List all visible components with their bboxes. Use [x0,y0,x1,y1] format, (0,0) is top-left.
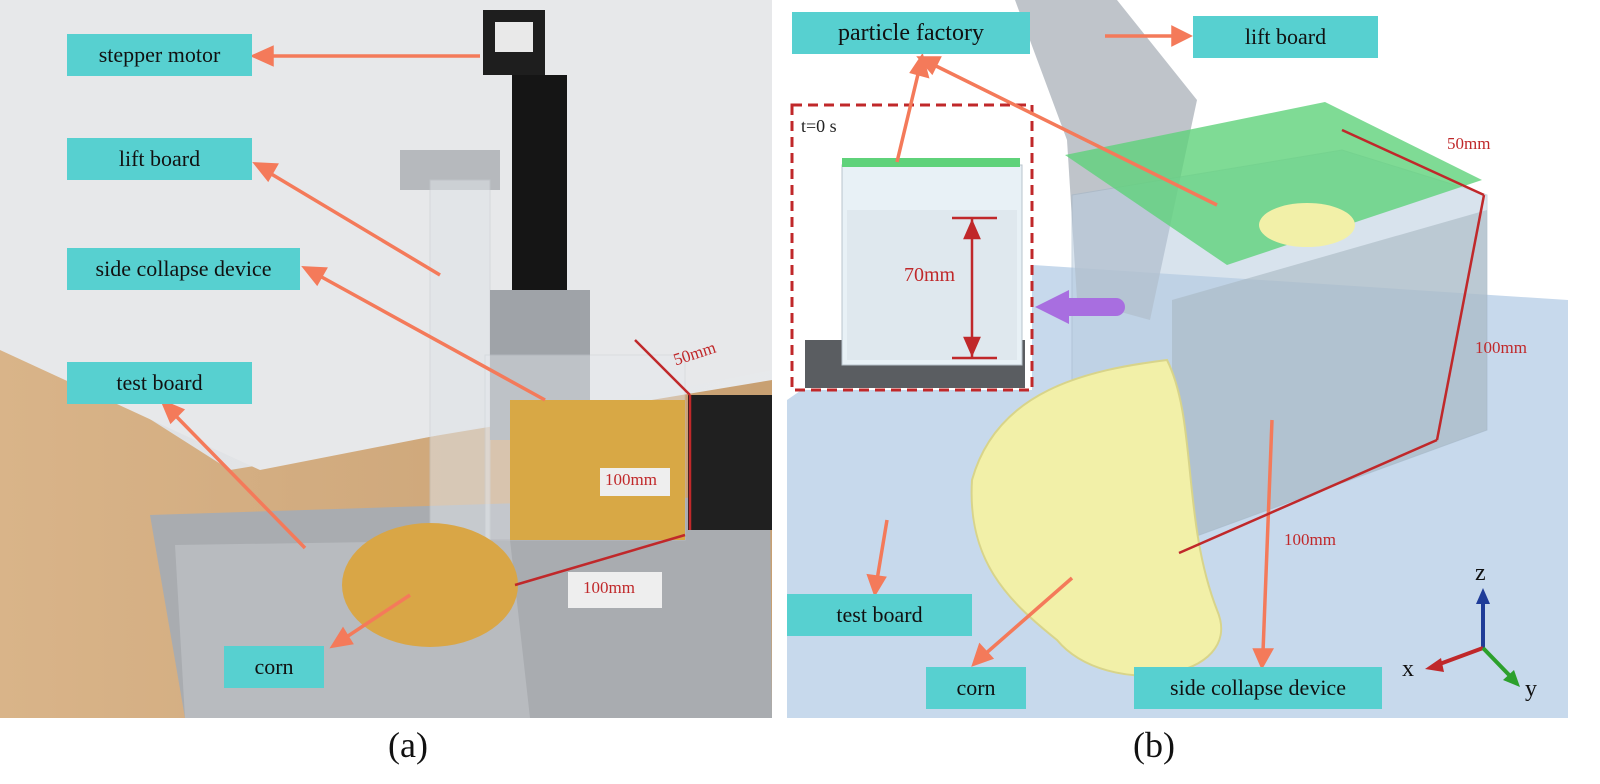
label-test-board: test board [67,362,252,404]
arrow-lift-board [267,170,441,277]
arrow-factory-inset [895,69,921,163]
label-lift-board: lift board [67,138,252,180]
purple-arrow-head [1035,290,1069,324]
spilled-corn-pile [342,523,518,647]
label-test-board-b: test board [787,594,972,636]
dim-width-b: 50mm [1447,134,1491,153]
arrow-test-board [170,410,307,550]
arrow-factory-plane [931,62,1218,207]
purple-arrow-shaft [1055,298,1125,316]
inset-factory-plate [842,158,1020,167]
inset-fill-height: 70mm [904,264,956,286]
controller-board [688,395,772,530]
photo-scene [0,0,772,718]
dim-length-b: 100mm [1284,530,1336,549]
dim-backing-length [568,572,662,608]
simulation-panel: particle factory lift board test board c… [787,0,1568,718]
linear-rail [512,75,567,300]
inset-particles [847,210,1017,360]
caption-a: (a) [388,725,428,765]
dim-line-length [514,533,686,587]
particles-in-box [1172,210,1487,545]
simulation-scene [787,0,1568,718]
annotation-arrows-b [866,25,1274,670]
dim-length-a: 100mm [583,578,635,597]
label-lift-board-b: lift board [1193,16,1378,58]
axis-label-y: y [1525,676,1537,702]
axis-label-z: z [1475,560,1486,586]
label-corn-b: corn [926,667,1026,709]
arrow-corn-b [982,576,1074,657]
label-stepper-motor: stepper motor [67,34,252,76]
dim-line-width [634,339,691,396]
dim-height-b: 100mm [1475,338,1527,357]
dim-line-width-b [1341,128,1485,197]
arrow-test-board-b [875,519,889,581]
annotation-arrows [159,45,546,649]
y-axis [1481,646,1514,680]
label-particle-factory: particle factory [792,12,1030,54]
dim-line-length-b [1178,438,1438,555]
dim-line-height-b [1435,194,1486,441]
caption-b: (b) [1133,725,1175,765]
dim-height-a: 100mm [605,470,657,489]
motor-label-sticker [495,22,533,52]
label-side-collapse-device-b: side collapse device [1134,667,1382,709]
axis-label-x: x [1402,656,1414,682]
photo-panel: stepper motor lift board side collapse d… [0,0,772,718]
arrow-side-collapse [317,273,546,402]
particle-factory-plane [1065,102,1482,265]
arrow-corn [344,593,411,640]
dimension-lines-b [952,128,1486,555]
x-axis [1436,646,1484,667]
dim-backing-height [600,468,670,496]
label-side-collapse-device: side collapse device [67,248,300,290]
spilled-particles [970,358,1223,677]
arrow-side-collapse-b [1261,419,1274,653]
coordinate-axes [1425,588,1520,687]
top-particles [1259,203,1355,247]
dimension-lines [514,339,692,587]
label-corn: corn [224,646,324,688]
inset-time-label: t=0 s [801,116,837,136]
